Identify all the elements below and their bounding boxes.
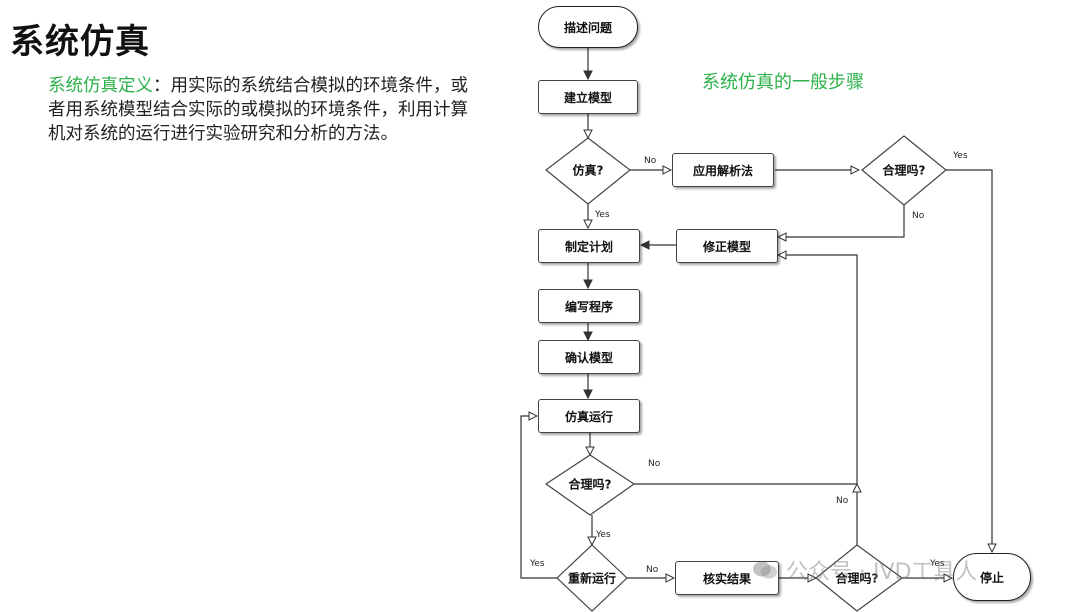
edge-reasonable1-fix: [778, 205, 905, 237]
node-simulate-question: 仿真?: [572, 163, 604, 178]
node-reasonable-question-2: 合理吗?: [568, 477, 612, 492]
node-verify-results: 核实结果: [675, 561, 779, 595]
diamond-simulate: [545, 137, 631, 205]
node-analytic-method: 应用解析法: [672, 153, 774, 187]
page-title: 系统仿真: [10, 22, 150, 62]
diamond-rerun: [556, 544, 628, 612]
diamond-reasonable1: [861, 135, 947, 206]
edge-label-no: No: [646, 565, 659, 575]
node-build-model: 建立模型: [538, 80, 638, 114]
node-make-plan: 制定计划: [538, 229, 640, 263]
node-reasonable-question-3: 合理吗?: [835, 571, 879, 586]
edge-label-yes: Yes: [530, 559, 545, 569]
definition-term: 系统仿真定义: [48, 76, 153, 96]
diamond-reasonable2: [544, 454, 636, 516]
node-reasonable-question-1: 合理吗?: [882, 163, 926, 178]
edge-label-yes: Yes: [595, 210, 610, 220]
edge-reasonable1-stop: [946, 169, 992, 552]
diamond-reasonable3: [815, 544, 904, 612]
edge-reasonable2-fix: [634, 255, 858, 485]
node-describe-problem: 描述问题: [538, 6, 638, 48]
definition-paragraph: 系统仿真定义：用实际的系统结合模拟的环境条件，或者用系统模型结合实际的或模拟的环…: [48, 74, 468, 146]
node-simulation-run: 仿真运行: [538, 399, 640, 433]
edge-label-no: No: [648, 459, 661, 469]
node-rerun-question: 重新运行: [567, 571, 617, 586]
edge-label-yes: Yes: [930, 559, 945, 569]
watermark-text: 公众号 · IVD工具人: [786, 560, 978, 585]
node-stop: 停止: [953, 553, 1031, 601]
edge-label-yes: Yes: [596, 530, 611, 540]
watermark: 公众号 · IVD工具人: [752, 554, 977, 586]
node-fix-model: 修正模型: [676, 229, 778, 263]
edge-label-no: No: [836, 496, 849, 506]
edge-label-yes: Yes: [953, 151, 968, 161]
edge-label-no: No: [912, 211, 925, 221]
wechat-icon: [752, 560, 778, 580]
edge-rerun-run: [520, 416, 558, 579]
node-confirm-model: 确认模型: [538, 340, 640, 374]
flowchart-title: 系统仿真的一般步骤: [702, 72, 864, 93]
definition-text: ：用实际的系统结合模拟的环境条件，或者用系统模型结合实际的或模拟的环境条件，利用…: [48, 76, 468, 144]
edge-label-no: No: [644, 156, 657, 166]
node-write-program: 编写程序: [538, 289, 640, 323]
